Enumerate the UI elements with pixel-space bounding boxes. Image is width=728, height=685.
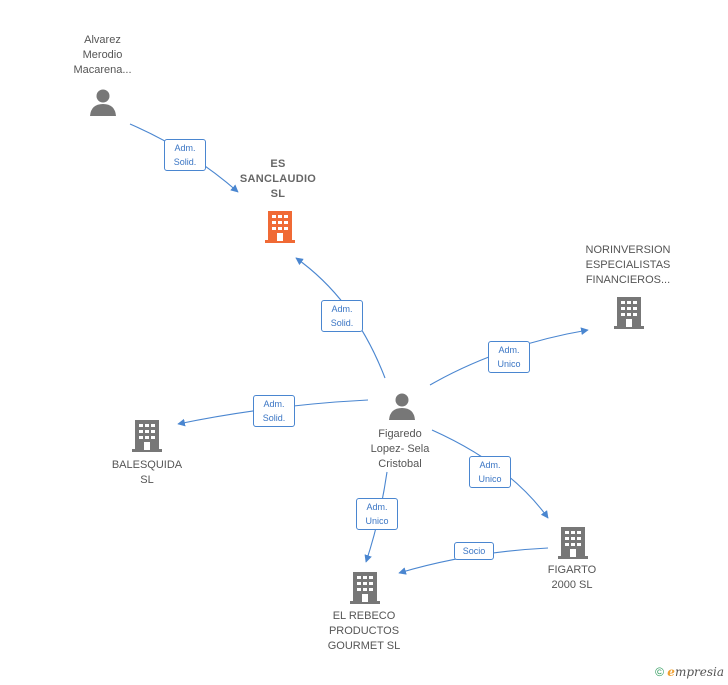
node-label-figaredo[interactable]: Figaredo Lopez- Sela Cristobal xyxy=(370,428,430,470)
edge-label-figaredo-balesquida: Adm. Solid. xyxy=(253,395,295,427)
building-icon[interactable] xyxy=(132,418,162,452)
building-icon-focus[interactable] xyxy=(265,209,295,243)
node-label-sanclaudio[interactable]: ES SANCLAUDIO SL xyxy=(239,158,317,200)
node-label-figarto[interactable]: FIGARTO 2000 SL xyxy=(547,564,597,591)
node-label-alvarez[interactable]: Alvarez Merodio Macarena... xyxy=(73,34,132,76)
edge-label-figaredo-figarto: Adm. Unico xyxy=(469,456,511,488)
building-icon[interactable] xyxy=(350,570,380,604)
edge-label-figarto-rebeco: Socio xyxy=(454,542,494,560)
building-icon[interactable] xyxy=(614,295,644,329)
person-icon[interactable] xyxy=(89,88,117,116)
building-icon[interactable] xyxy=(558,525,588,559)
person-icon[interactable] xyxy=(388,392,416,420)
brand-logo: empresia xyxy=(667,665,724,679)
node-label-rebeco[interactable]: EL REBECO PRODUCTOS GOURMET SL xyxy=(327,610,401,652)
copyright-icon: © xyxy=(655,665,664,679)
edge-label-figaredo-norinversion: Adm. Unico xyxy=(488,341,530,373)
footer-brand: © empresia xyxy=(655,665,724,679)
node-label-balesquida[interactable]: BALESQUIDA SL xyxy=(111,459,183,486)
edge-label-figaredo-rebeco: Adm. Unico xyxy=(356,498,398,530)
node-label-norinversion[interactable]: NORINVERSION ESPECIALISTAS FINANCIEROS..… xyxy=(585,244,671,286)
edge-label-alvarez-sanclaudio: Adm. Solid. xyxy=(164,139,206,171)
edge-label-figaredo-sanclaudio: Adm. Solid. xyxy=(321,300,363,332)
